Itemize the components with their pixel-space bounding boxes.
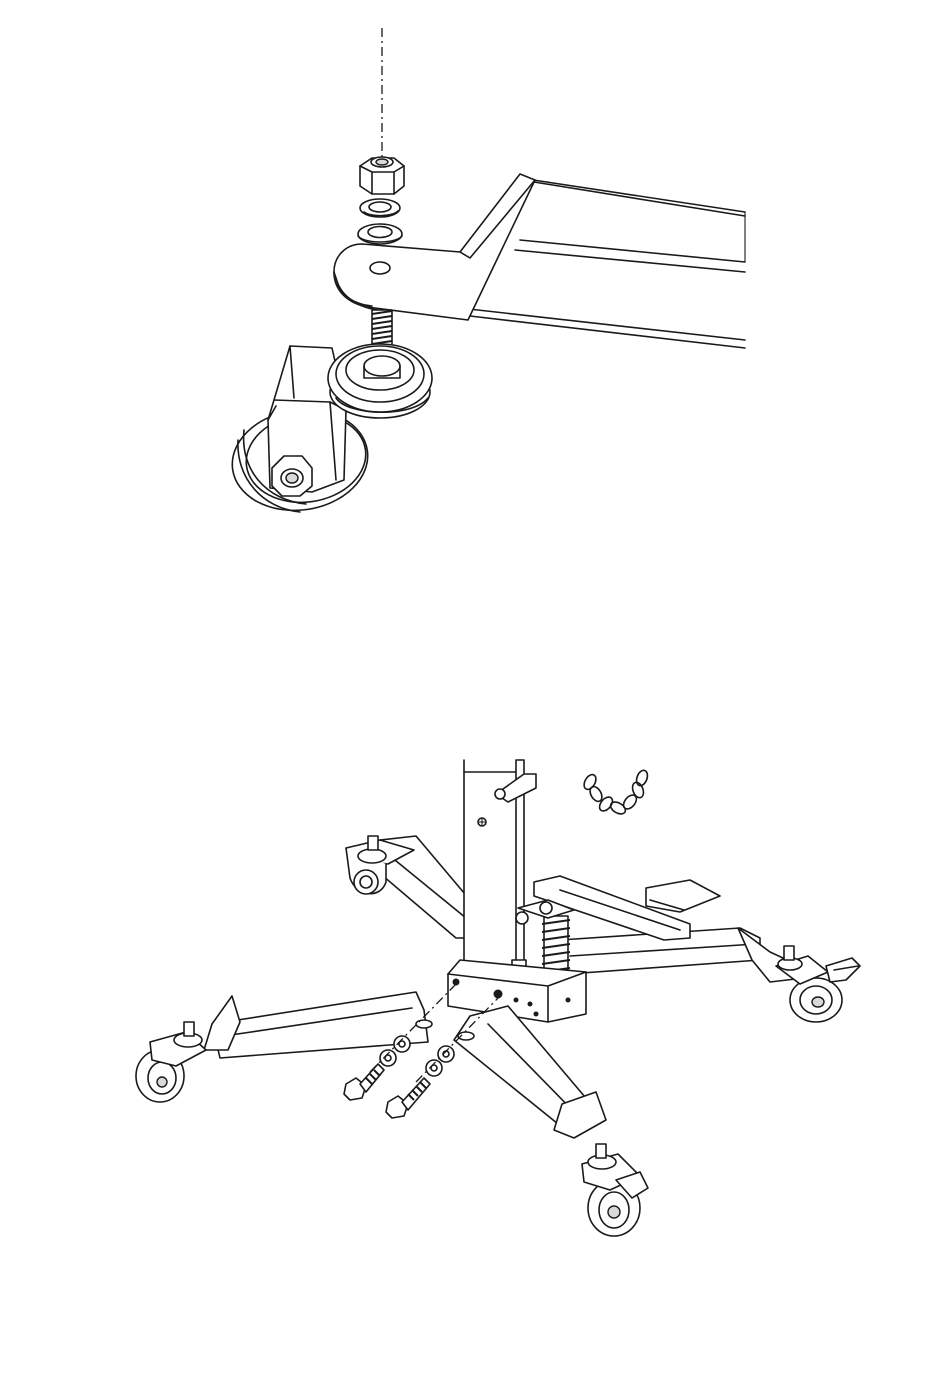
axle-nut <box>272 456 312 496</box>
flat-washer <box>358 224 402 244</box>
leg-back-left <box>346 836 470 938</box>
base-assembly-diagram <box>0 760 950 1260</box>
bolt-right <box>386 1078 430 1118</box>
leg-bracket-plate <box>334 174 535 320</box>
caster-front-left <box>136 1022 206 1102</box>
lock-nut <box>360 157 404 194</box>
leg-front-main <box>454 1006 606 1138</box>
pump-block <box>448 960 586 1022</box>
caster-bottom <box>582 1144 648 1236</box>
spring-washer <box>360 199 400 217</box>
caster-assembly-diagram <box>0 0 950 560</box>
safety-chain <box>582 769 650 817</box>
bracket-hole <box>370 262 390 274</box>
caster-front-right <box>776 946 860 1022</box>
swivel-plate <box>328 344 432 418</box>
bolt-left <box>344 1064 384 1100</box>
